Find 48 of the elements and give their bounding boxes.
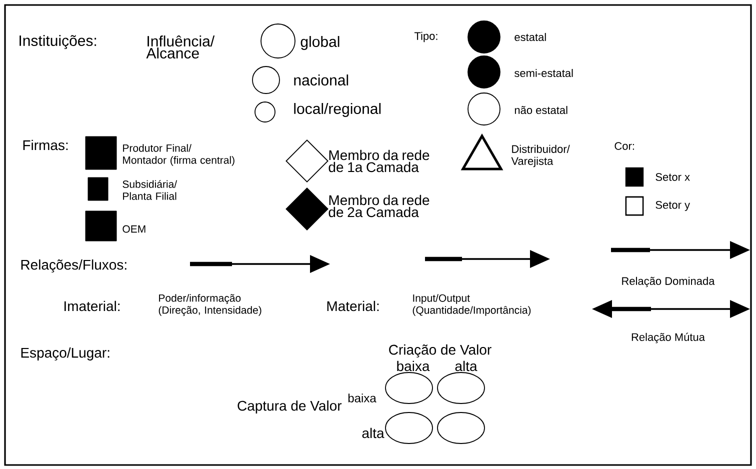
label: Espaço/Lugar: xyxy=(21,347,110,361)
symbol-label: global xyxy=(300,36,340,50)
legend-label: Relação Mútua xyxy=(632,332,705,344)
ellipse-symbol xyxy=(437,412,485,444)
symbol-label: Subsidiária/ Planta Filial xyxy=(122,180,178,200)
square-symbol xyxy=(85,136,117,170)
circle-symbol xyxy=(260,24,296,58)
label: Input/Output (Quantidade/Importância) xyxy=(412,294,531,316)
label: Poder/informação (Direção, Intensidade) xyxy=(158,294,262,316)
symbol-label: nacional xyxy=(294,74,348,86)
label: alta xyxy=(455,360,478,372)
symbol-label: Membro da rede de 2a Camada xyxy=(328,194,430,218)
symbol-label: semi-estatal xyxy=(514,68,573,78)
label: Material: xyxy=(327,300,379,312)
symbol-label: OEM xyxy=(122,225,146,233)
legend-label: Setor y xyxy=(656,201,690,211)
circle-symbol xyxy=(252,66,280,94)
label: baixa xyxy=(397,360,430,372)
ellipse-symbol xyxy=(385,412,433,444)
label: Tipo: xyxy=(414,32,438,42)
legend-label: Relação Dominada xyxy=(622,276,715,288)
symbol-label: não estatal xyxy=(514,106,568,114)
label: Instituições: xyxy=(20,34,96,50)
label: Relações/Fluxos: xyxy=(21,259,126,273)
ellipse-symbol xyxy=(437,372,485,404)
label: alta xyxy=(362,428,384,438)
circle-symbol xyxy=(468,56,500,88)
diamond-symbol xyxy=(286,140,328,182)
square-symbol xyxy=(85,210,117,242)
circle-symbol xyxy=(254,102,276,122)
label: baixa xyxy=(348,394,376,402)
label: Imaterial: xyxy=(64,300,120,312)
symbol-label: Distribuidor/ Varejista xyxy=(511,144,570,168)
label: Firmas: xyxy=(23,140,68,150)
label: Cor: xyxy=(614,142,634,150)
symbol-label: local/regional xyxy=(294,103,381,117)
label: Criação de Valor xyxy=(389,344,492,358)
circle-symbol xyxy=(468,20,500,54)
circle-symbol xyxy=(468,92,500,126)
ellipse-symbol xyxy=(385,372,433,404)
label: Captura de Valor xyxy=(238,400,342,414)
legend-label: Setor x xyxy=(656,173,690,181)
symbol-label: Membro da rede de 1a Camada xyxy=(328,150,430,172)
square-symbol xyxy=(88,177,108,201)
diamond-symbol xyxy=(286,188,328,230)
symbol-label: estatal xyxy=(514,32,546,42)
symbol-label: Produtor Final/ Montador (firma central) xyxy=(123,144,234,166)
label: Influência/ Alcance xyxy=(146,35,215,59)
